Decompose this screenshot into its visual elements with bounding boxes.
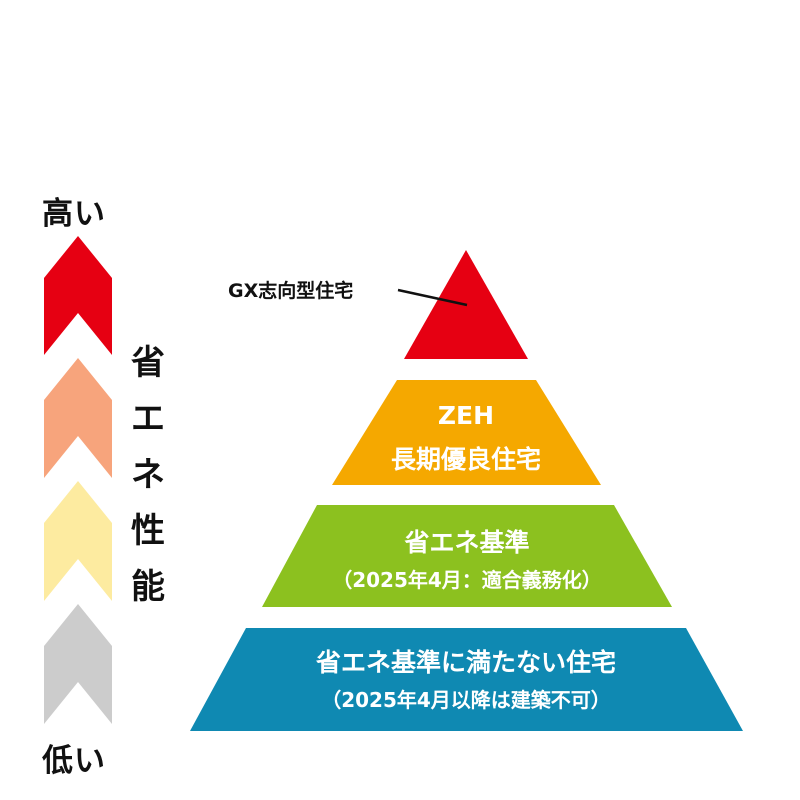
- scale-arrow-upper-mid: [44, 358, 112, 478]
- scale-arrow-lower-mid: [44, 481, 112, 601]
- axis-title-char: ネ: [131, 455, 165, 495]
- tier-energy-standard-line1: 省エネ基準: [404, 528, 530, 557]
- tier-zeh: [332, 380, 601, 485]
- tier-below-standard: [190, 628, 743, 731]
- tier-energy-standard: [262, 505, 672, 607]
- tier-below-standard-line1: 省エネ基準に満たない住宅: [315, 648, 617, 677]
- tier-below-standard-line2: （2025年4月以降は建築不可）: [321, 688, 611, 712]
- tier-zeh-text: ZEH 長期優良住宅: [391, 399, 541, 477]
- axis-title-char: エ: [131, 399, 165, 439]
- tier-energy-standard-line2: （2025年4月：適合義務化）: [332, 568, 602, 592]
- axis-title-char: 性: [131, 511, 165, 551]
- energy-performance-title: 省 エ ネ 性 能: [126, 335, 170, 615]
- tier-zeh-line2: 長期優良住宅: [390, 445, 542, 474]
- tier-zeh-line1: ZEH: [437, 401, 495, 430]
- high-label: 高い: [42, 196, 106, 232]
- scale-arrow-low: [44, 604, 112, 724]
- gx-house-callout: GX志向型住宅: [228, 280, 354, 302]
- axis-title-char: 省: [131, 343, 165, 383]
- axis-title-char: 能: [131, 567, 165, 607]
- scale-arrow-high: [44, 236, 112, 355]
- tier-below-standard-text: 省エネ基準に満たない住宅 （2025年4月以降は建築不可）: [316, 646, 616, 714]
- low-label: 低い: [42, 743, 106, 779]
- tier-energy-standard-text: 省エネ基準 （2025年4月：適合義務化）: [332, 526, 602, 594]
- callout-leader-line: [397, 288, 468, 307]
